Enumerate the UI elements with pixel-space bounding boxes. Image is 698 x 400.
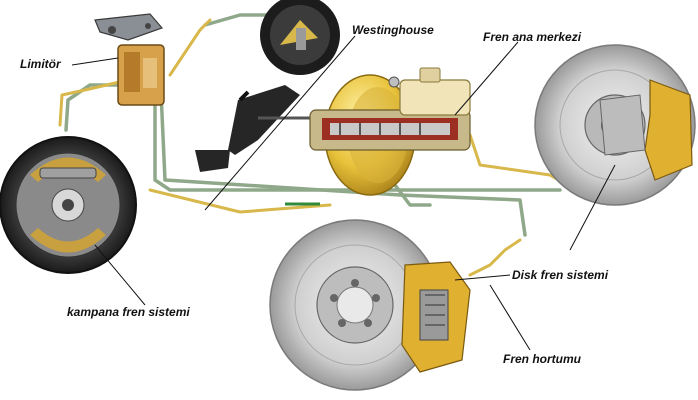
- label-fren-ana-merkezi: Fren ana merkezi: [483, 30, 582, 44]
- label-fren-hortumu: Fren hortumu: [503, 352, 581, 366]
- label-limitor: Limitör: [20, 57, 61, 71]
- drum-brake: [0, 136, 137, 274]
- hub-detail-circle: [260, 0, 340, 75]
- master-cylinder: [309, 67, 471, 151]
- leader-lines: [71, 35, 616, 351]
- front-disc-brake-bottom: [269, 219, 471, 391]
- label-kampana-fren-sistemi: kampana fren sistemi: [67, 305, 190, 319]
- front-disc-brake-top: [534, 44, 696, 206]
- label-westinghouse: Westinghouse: [352, 23, 434, 37]
- limiter-valve: [94, 13, 165, 106]
- label-disk-fren-sistemi: Disk fren sistemi: [512, 268, 609, 282]
